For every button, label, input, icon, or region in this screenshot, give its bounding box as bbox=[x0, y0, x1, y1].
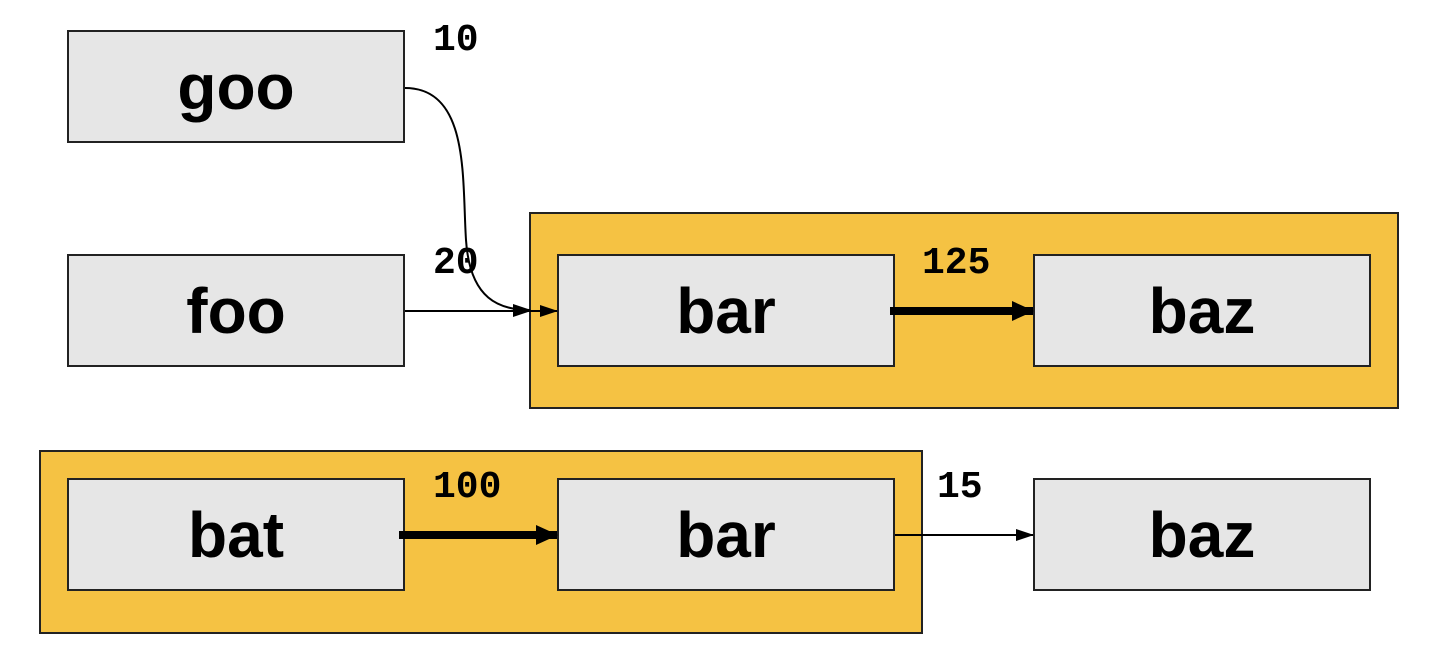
node-bat: bat bbox=[67, 478, 405, 591]
edge-label-bat-bar: 100 bbox=[433, 466, 502, 509]
node-bar-top: bar bbox=[557, 254, 895, 367]
edge-label-foo-bar: 20 bbox=[433, 242, 479, 285]
edge-label-bar-baz-bottom: 15 bbox=[937, 466, 983, 509]
node-baz-top: baz bbox=[1033, 254, 1371, 367]
node-foo: foo bbox=[67, 254, 405, 367]
node-bar-bottom: bar bbox=[557, 478, 895, 591]
node-baz-bottom: baz bbox=[1033, 478, 1371, 591]
node-goo: goo bbox=[67, 30, 405, 143]
edge-label-goo-bar: 10 bbox=[433, 19, 479, 62]
edge-label-bar-baz-top: 125 bbox=[922, 242, 991, 285]
